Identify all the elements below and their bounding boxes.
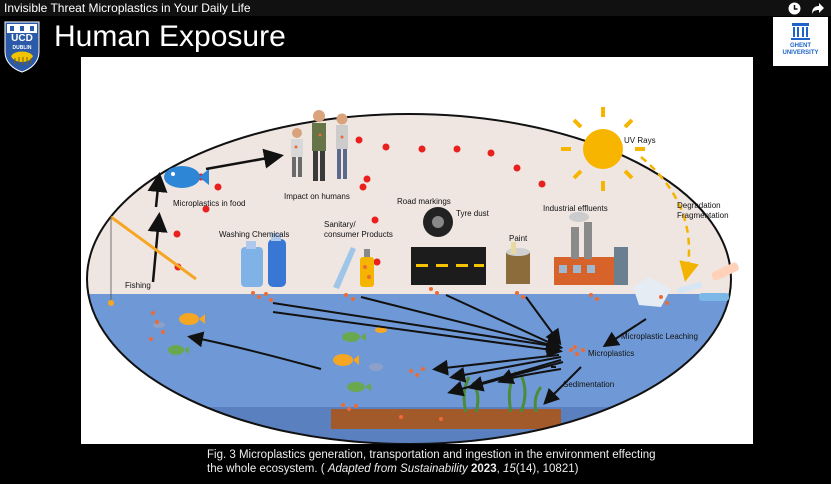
video-title[interactable]: Invisible Threat Microplastics in Your D… xyxy=(4,1,251,15)
label-fragmentation: Fragmentation xyxy=(677,211,729,220)
ecosystem-diagram xyxy=(86,107,739,444)
fish-to-food-arrow xyxy=(147,172,168,208)
video-top-bar: Invisible Threat Microplastics in Your D… xyxy=(0,0,831,16)
figure-caption: Fig. 3 Microplastics generation, transpo… xyxy=(207,448,707,476)
label-washing-chemicals: Washing Chemicals xyxy=(219,230,290,239)
ecosystem-ellipse xyxy=(86,113,732,444)
label-microplastic-leaching: Microplastic Leaching xyxy=(621,332,698,341)
microplastic-particles xyxy=(149,265,669,421)
label-microplastics: Microplastics xyxy=(588,349,635,358)
fish-food-icon xyxy=(164,166,209,188)
label-industrial-effluents: Industrial effluents xyxy=(543,204,608,213)
caption-source: Adapted from Sustainability xyxy=(327,463,468,475)
label-fishing: Fishing xyxy=(125,281,151,290)
ghent-text-1: GHENT xyxy=(790,43,811,49)
sun-icon xyxy=(561,107,645,191)
degradation-arrow xyxy=(640,156,699,282)
ghent-university-logo: GHENT UNIVERSITY xyxy=(773,17,828,66)
ucd-logo: UCD DUBLIN xyxy=(3,20,41,74)
fishing-rod-icon xyxy=(108,215,197,306)
road-tyre-icon xyxy=(411,207,486,285)
caption-line-1: Fig. 3 Microplastics generation, transpo… xyxy=(207,449,656,461)
label-impact-on-humans: Impact on humans xyxy=(284,192,350,201)
paint-bucket-icon xyxy=(506,242,530,284)
microplastics-figure: UV Rays Degradation Fragmentation Impact… xyxy=(81,57,753,444)
factory-icon xyxy=(554,212,628,285)
sanitary-products-icon xyxy=(333,247,374,289)
caption-rest: (14), 10821) xyxy=(515,463,579,475)
label-road-markings: Road markings xyxy=(397,197,451,206)
ucd-text: UCD xyxy=(11,33,33,44)
sediment xyxy=(331,409,561,429)
washing-chemicals-icon xyxy=(241,233,286,287)
label-paint: Paint xyxy=(509,234,528,243)
fish-group-icon xyxy=(153,313,387,392)
share-icon[interactable] xyxy=(811,1,825,15)
label-uv-rays: UV Rays xyxy=(624,136,656,145)
caption-volume: 15 xyxy=(503,463,516,475)
caption-line-2: the whole ecosystem. ( Adapted from Sust… xyxy=(207,463,579,475)
label-sedimentation: Sedimentation xyxy=(563,380,615,389)
plastic-waste-icon xyxy=(633,262,739,307)
ucd-subtext: DUBLIN xyxy=(12,45,32,51)
label-microplastics-in-food: Microplastics in food xyxy=(173,199,246,208)
humans-icon xyxy=(291,110,348,181)
ghent-text-2: UNIVERSITY xyxy=(782,50,819,56)
food-to-human-arrow xyxy=(205,148,284,171)
label-tyre-dust: Tyre dust xyxy=(456,209,489,218)
caption-year: 2023 xyxy=(471,463,497,475)
label-sanitary-line1: Sanitary/ xyxy=(324,220,356,229)
label-sanitary-line2: consumer Products xyxy=(324,230,393,239)
slide-title: Human Exposure xyxy=(54,20,286,53)
clock-icon[interactable] xyxy=(787,1,801,15)
caption-prefix: the whole ecosystem. ( xyxy=(207,463,328,475)
label-degradation: Degradation xyxy=(677,201,721,210)
